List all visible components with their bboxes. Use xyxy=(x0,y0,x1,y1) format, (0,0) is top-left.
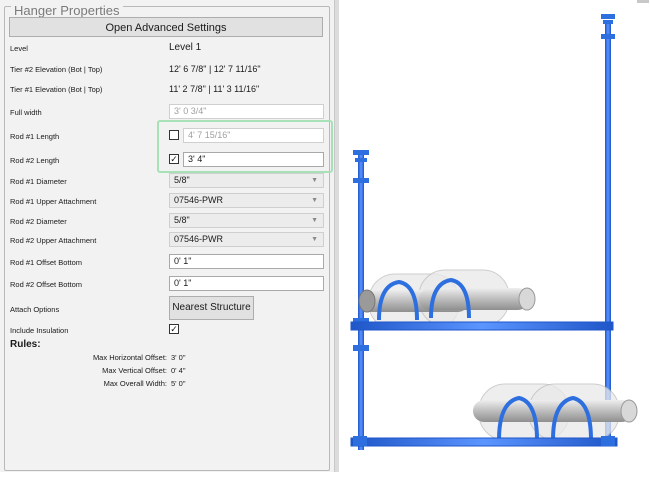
rules-title: Rules: xyxy=(10,339,41,350)
level-label: Level xyxy=(10,44,28,53)
level-value: Level 1 xyxy=(169,42,202,53)
rod-right xyxy=(601,14,615,445)
include-insulation-label: Include Insulation xyxy=(10,326,69,335)
rod1-upper-attachment-select[interactable]: 07546-PWR ▼ xyxy=(169,193,324,208)
tier1-elevation-value: 11' 2 7/8" | 11' 3 11/16" xyxy=(169,84,260,94)
rod2-length-field[interactable]: 3' 4" xyxy=(183,152,324,167)
rule-label: Max Overall Width: xyxy=(103,379,167,388)
3d-viewport[interactable] xyxy=(339,0,650,472)
rod2-offset-bottom-label: Rod #2 Offset Bottom xyxy=(10,280,82,289)
rod2-length-label: Rod #2 Length xyxy=(10,156,60,165)
chevron-down-icon: ▼ xyxy=(311,197,318,204)
attach-options-label: Attach Options xyxy=(10,305,60,314)
rod1-diameter-label: Rod #1 Diameter xyxy=(10,177,67,186)
full-width-label: Full width xyxy=(10,108,42,117)
rod2-upper-attachment-label: Rod #2 Upper Attachment xyxy=(10,236,97,245)
rule-value: 0' 4" xyxy=(171,366,186,375)
rule-value: 3' 0" xyxy=(171,353,186,362)
tier1-elevation-label: Tier #1 Elevation (Bot | Top) xyxy=(10,85,103,94)
hanger-model-view xyxy=(350,0,649,450)
rod2-offset-bottom-field[interactable]: 0' 1" xyxy=(169,276,324,291)
hanger-properties-panel: Hanger Properties Open Advanced Settings… xyxy=(0,0,334,472)
panel-scrollbar[interactable] xyxy=(334,0,339,472)
rod1-diameter-value: 5/8" xyxy=(174,175,190,185)
rod1-length-field: 4' 7 15/16" xyxy=(183,128,324,143)
rod1-upper-attachment-label: Rod #1 Upper Attachment xyxy=(10,197,97,206)
rule-label: Max Horizontal Offset: xyxy=(92,353,167,362)
rod1-diameter-select[interactable]: 5/8" ▼ xyxy=(169,173,324,188)
tier2-elevation-value: 12' 6 7/8" | 12' 7 11/16" xyxy=(169,64,261,74)
upper-pipes xyxy=(350,269,614,331)
rod1-upper-attachment-value: 07546-PWR xyxy=(174,195,224,205)
full-width-field: 3' 0 3/4" xyxy=(169,104,324,119)
rule-label: Max Vertical Offset: xyxy=(102,366,167,375)
rod2-diameter-select[interactable]: 5/8" ▼ xyxy=(169,213,324,228)
rod2-upper-attachment-select[interactable]: 07546-PWR ▼ xyxy=(169,232,324,247)
lower-pipes xyxy=(350,383,638,447)
rod1-length-checkbox[interactable] xyxy=(169,130,179,140)
scroll-indicator xyxy=(637,0,649,3)
rod2-upper-attachment-value: 07546-PWR xyxy=(174,234,224,244)
rod2-diameter-value: 5/8" xyxy=(174,215,190,225)
rod2-diameter-label: Rod #2 Diameter xyxy=(10,217,67,226)
nearest-structure-button[interactable]: Nearest Structure xyxy=(169,296,254,320)
open-advanced-settings-button[interactable]: Open Advanced Settings xyxy=(9,17,323,37)
panel-title: Hanger Properties xyxy=(11,4,123,17)
rule-value: 5' 0" xyxy=(171,379,186,388)
include-insulation-checkbox[interactable]: ✓ xyxy=(169,324,179,334)
chevron-down-icon: ▼ xyxy=(311,177,318,184)
tier2-elevation-label: Tier #2 Elevation (Bot | Top) xyxy=(10,65,103,74)
chevron-down-icon: ▼ xyxy=(311,236,318,243)
rod1-offset-bottom-field[interactable]: 0' 1" xyxy=(169,254,324,269)
hanger-properties-group: Hanger Properties Open Advanced Settings… xyxy=(4,4,333,471)
rod1-length-label: Rod #1 Length xyxy=(10,132,60,141)
rod-length-highlight xyxy=(157,120,333,173)
rod1-offset-bottom-label: Rod #1 Offset Bottom xyxy=(10,258,82,267)
chevron-down-icon: ▼ xyxy=(311,217,318,224)
rod2-length-checkbox[interactable]: ✓ xyxy=(169,154,179,164)
